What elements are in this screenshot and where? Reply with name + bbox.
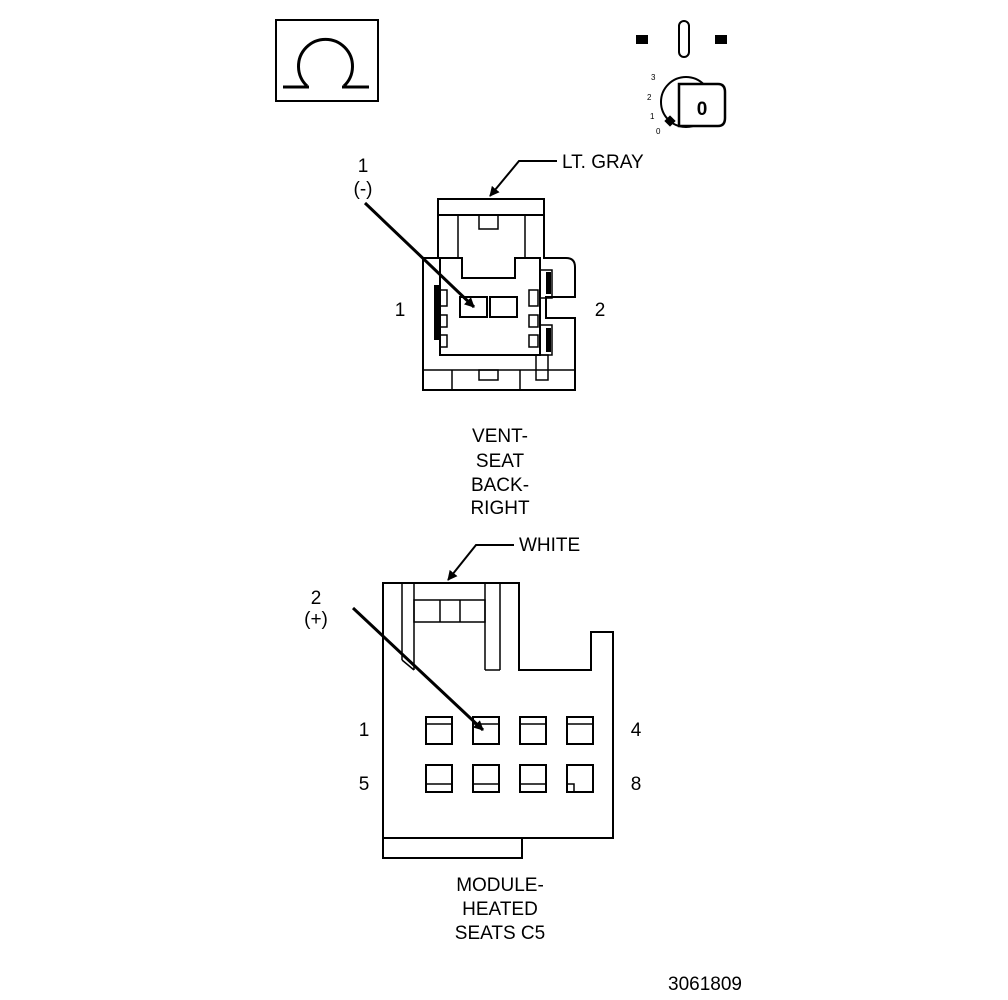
pin-callout-number: 2	[311, 588, 322, 609]
connector-vent-seat-back-right: LT. GRAY 1 (-) 1	[354, 152, 644, 519]
row2-pin-last: 8	[631, 774, 642, 795]
row1-pin-first: 1	[359, 720, 370, 741]
connector-color-label: LT. GRAY	[562, 152, 644, 173]
terminal-cavity-1	[425, 716, 453, 745]
pin-callout-polarity: (+)	[304, 609, 328, 630]
pin-number-right: 2	[595, 300, 606, 321]
terminal-cavity-6	[472, 764, 500, 793]
terminal-row-2	[425, 764, 594, 793]
terminal-cavity-3	[519, 716, 547, 745]
connector-name-line-3: BACK-	[471, 475, 529, 496]
terminal-cavity-4	[566, 716, 594, 745]
ignition-position-3: 3	[651, 73, 656, 82]
ohmmeter-icon	[275, 19, 379, 102]
terminal-cavity-5	[425, 764, 453, 793]
ignition-position-2: 2	[647, 93, 652, 102]
connector-name-line-1: MODULE-	[456, 875, 544, 896]
row2-pin-first: 5	[359, 774, 370, 795]
terminal-cavity-1	[459, 296, 488, 318]
connector-color-label: WHITE	[519, 535, 580, 556]
pin-callout-polarity: (-)	[354, 179, 373, 200]
terminal-cavity-8	[566, 764, 594, 793]
terminal-row-1	[425, 716, 594, 745]
terminal-cavity-7	[519, 764, 547, 793]
connector-module-heated-seats-c5: WHITE	[304, 535, 642, 944]
connector-name-line-2: SEAT	[476, 451, 525, 472]
row1-pin-last: 4	[631, 720, 642, 741]
ignition-off-icon: 3 2 1 0 0	[636, 20, 727, 136]
connector-name-line-3: SEATS C5	[455, 923, 545, 944]
connector-name-line-2: HEATED	[462, 899, 538, 920]
ignition-position-1: 1	[650, 112, 655, 121]
ignition-key-label: 0	[697, 99, 708, 120]
terminal-cavity-2	[472, 716, 500, 745]
connector-name-line-1: VENT-	[472, 426, 528, 447]
terminal-cavity-2	[489, 296, 518, 318]
pin-number-left: 1	[395, 300, 406, 321]
connector-name-line-4: RIGHT	[470, 498, 530, 519]
figure-id: 3061809	[668, 974, 742, 995]
pin-callout-number: 1	[358, 156, 369, 177]
ignition-position-0: 0	[656, 127, 661, 136]
